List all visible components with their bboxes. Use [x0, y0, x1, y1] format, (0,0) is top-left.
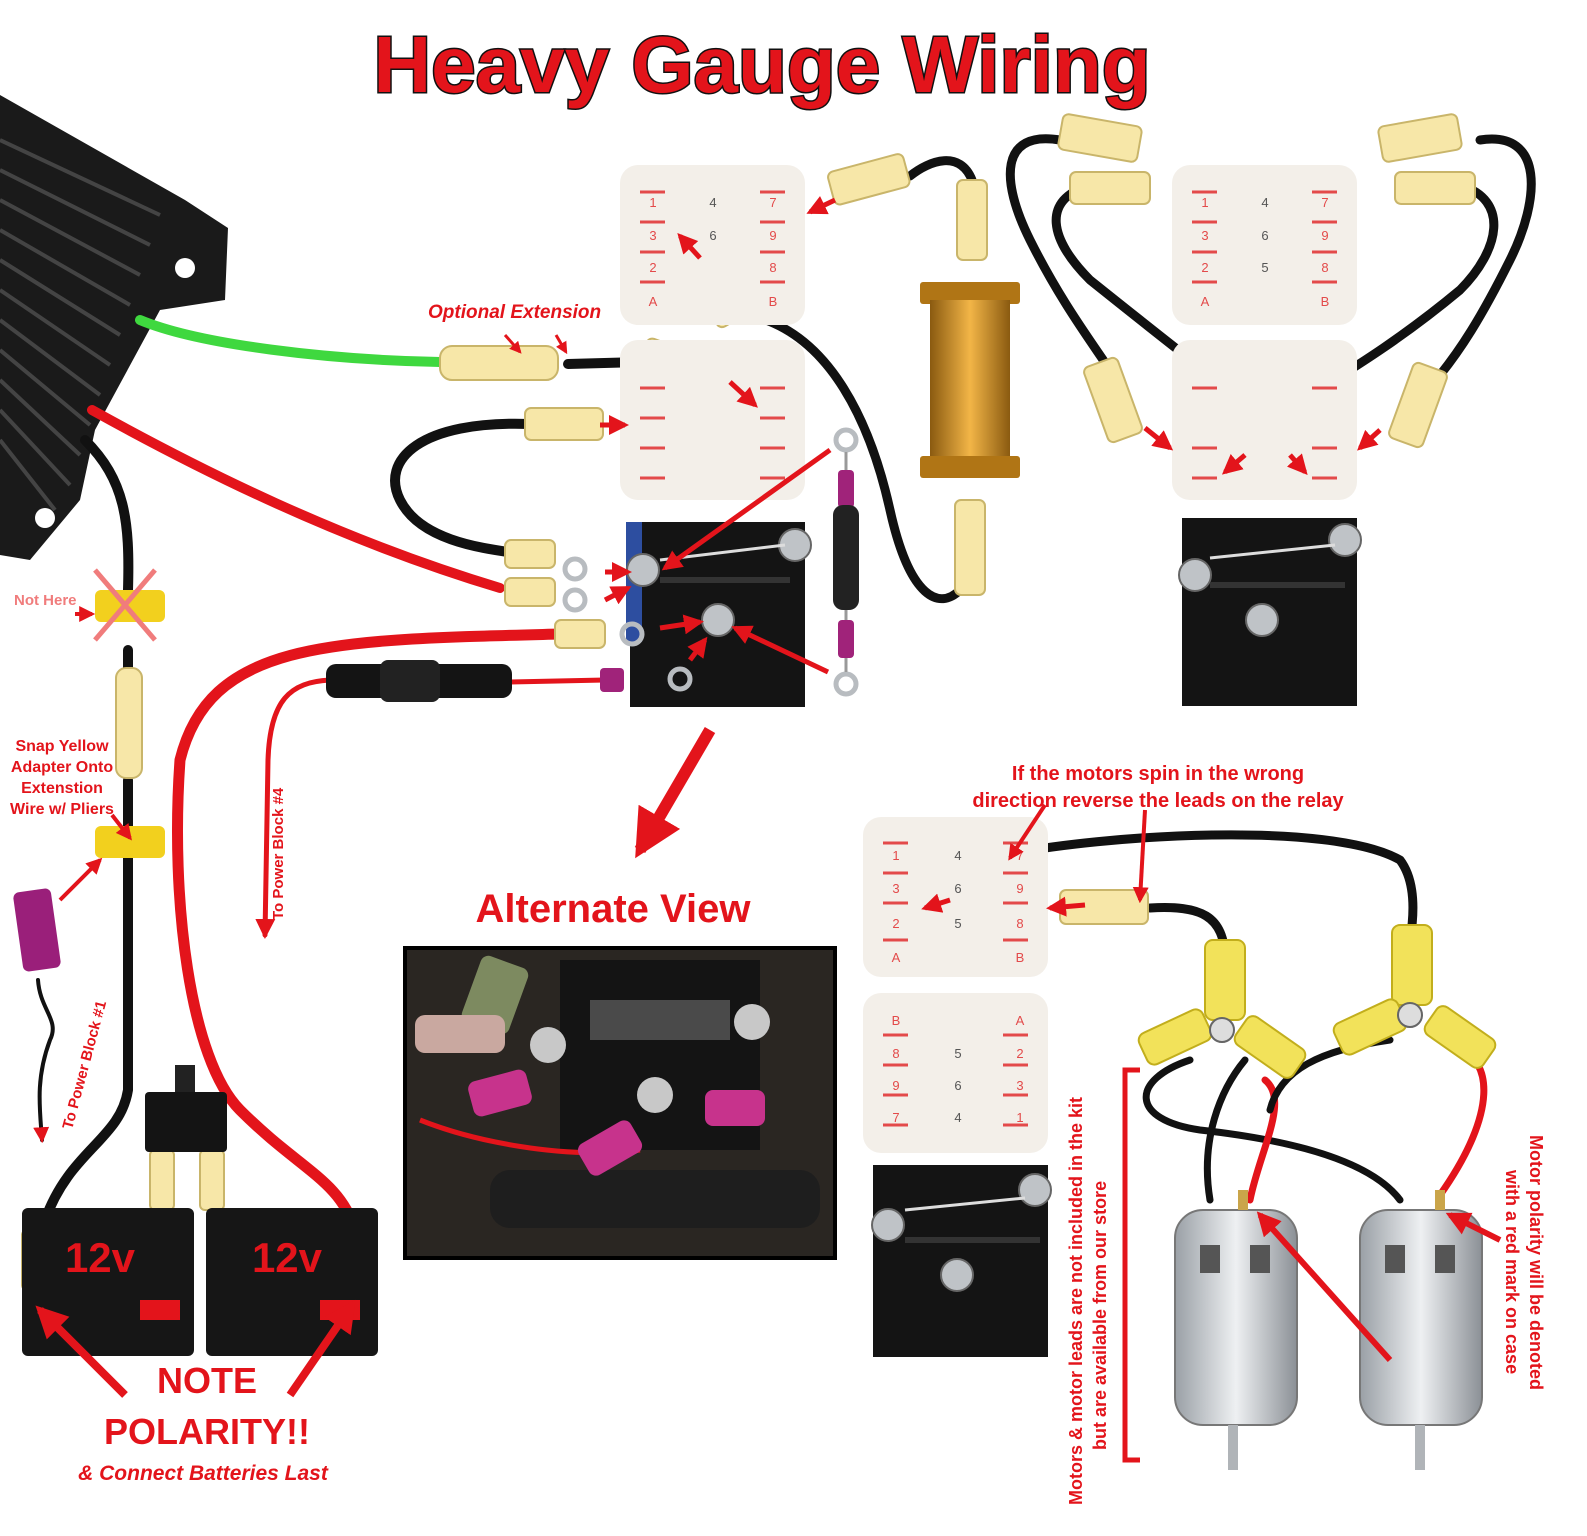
relay-2: 1 4 7 3 6 9 2 5 8 A B: [1172, 165, 1362, 706]
r3-pin-5: 5: [954, 916, 961, 931]
alternate-view-photo: [403, 946, 837, 1260]
red-wire-battery: [172, 628, 566, 1236]
note-label: NOTE: [157, 1360, 257, 1401]
black-wire-controller: [80, 435, 134, 595]
r3-pin-7-lower: 7: [892, 1110, 899, 1125]
power-resistor: [600, 452, 859, 692]
r3-pin-9: 9: [1016, 881, 1023, 896]
r2-pin-6: 6: [1261, 228, 1268, 243]
r3-pin-a-lower: A: [1016, 1013, 1025, 1028]
gold-resistor: [920, 282, 1020, 478]
r1-pin-6: 6: [709, 228, 716, 243]
r3-pin-8-lower: 8: [892, 1046, 899, 1061]
to-power-block-4-label: To Power Block #4: [270, 787, 287, 920]
r3-pin-6: 6: [954, 881, 961, 896]
not-here-label: Not Here: [14, 592, 77, 609]
r2-pin-8: 8: [1321, 260, 1328, 275]
r3-pin-1-lower: 1: [1016, 1110, 1023, 1125]
r3-pin-3: 3: [892, 881, 899, 896]
r3-pin-2: 2: [892, 916, 899, 931]
to-power-block-1-label: To Power Block #1: [59, 999, 110, 1131]
r3-pin-4: 4: [954, 848, 961, 863]
svg-text:Wire w/ Pliers: Wire w/ Pliers: [10, 801, 114, 818]
green-wire: [135, 315, 445, 367]
svg-text:Snap Yellow: Snap Yellow: [15, 738, 109, 755]
wrong-direction-line-1: If the motors spin in the wrong: [1012, 763, 1304, 785]
relay-1: 1 4 7 3 6 9 2 8 A B: [620, 165, 812, 707]
r3-pin-b-lower: B: [892, 1013, 901, 1028]
r2-pin-4: 4: [1261, 195, 1268, 210]
alternate-view-label: Alternate View: [476, 887, 752, 931]
motor-2: [1359, 1190, 1483, 1470]
relay-3: 1 4 7 3 6 9 2 5 8 A B B A 8 5 2 9 6 3 7 …: [863, 817, 1052, 1357]
r1-pin-3: 3: [649, 228, 656, 243]
r2-pin-5: 5: [1261, 260, 1268, 275]
r3-pin-8: 8: [1016, 916, 1023, 931]
polarity-label: POLARITY!!: [104, 1411, 310, 1452]
speed-controller: [0, 95, 228, 560]
r1-pin-a: A: [649, 294, 658, 309]
motor-polarity-note-line-1: Motor polarity will be denoted: [1526, 1135, 1546, 1390]
r3-pin-2-lower: 2: [1016, 1046, 1023, 1061]
red-wire-controller: [87, 405, 505, 593]
motor-polarity-note-line-2: with a red mark on case: [1502, 1169, 1522, 1374]
r1-pin-2: 2: [649, 260, 656, 275]
wrong-direction-line-2: direction reverse the leads on the relay: [972, 790, 1344, 812]
r3-pin-1: 1: [892, 848, 899, 863]
r3-pin-3-lower: 3: [1016, 1078, 1023, 1093]
ring-terminals: [562, 427, 859, 697]
r1-pin-b: B: [769, 294, 778, 309]
r1-pin-8: 8: [769, 260, 776, 275]
optional-extension-label: Optional Extension: [428, 302, 601, 323]
r2-pin-2: 2: [1201, 260, 1208, 275]
r3-pin-4-lower: 4: [954, 1110, 961, 1125]
r2-pin-9: 9: [1321, 228, 1328, 243]
motor-leads-note-line-1: Motors & motor leads are not included in…: [1066, 1097, 1086, 1505]
svg-text:Adapter Onto: Adapter Onto: [11, 759, 113, 776]
r1-pin-7: 7: [769, 195, 776, 210]
r3-pin-b: B: [1016, 950, 1025, 965]
r2-pin-a: A: [1201, 294, 1210, 309]
snap-yellow-note: Snap Yellow Adapter Onto Extenstion Wire…: [10, 738, 114, 818]
battery-2: [206, 1208, 378, 1356]
svg-text:Extenstion: Extenstion: [21, 780, 103, 797]
r2-pin-b: B: [1321, 294, 1330, 309]
r1-pin-4: 4: [709, 195, 716, 210]
tap-connectors: [13, 568, 165, 972]
r3-pin-9-lower: 9: [892, 1078, 899, 1093]
fuse-holder: [326, 660, 512, 702]
r3-pin-a: A: [892, 950, 901, 965]
r2-pin-7: 7: [1321, 195, 1328, 210]
connect-batteries-last-label: & Connect Batteries Last: [78, 1462, 329, 1485]
motor-leads-note-line-2: but are available from our store: [1090, 1181, 1110, 1450]
r2-pin-1: 1: [1201, 195, 1208, 210]
battery-2-voltage: 12v: [252, 1234, 323, 1281]
r3-pin-5-lower: 5: [954, 1046, 961, 1061]
r2-pin-3: 3: [1201, 228, 1208, 243]
y-splitters: [1137, 924, 1497, 1079]
motor-1: [1174, 1190, 1298, 1470]
r1-pin-9: 9: [769, 228, 776, 243]
circuit-breaker: [145, 1065, 227, 1152]
battery-1: [22, 1208, 194, 1356]
page-title: Heavy Gauge Wiring: [373, 20, 1150, 109]
r1-pin-1: 1: [649, 195, 656, 210]
battery-1-voltage: 12v: [65, 1234, 136, 1281]
r3-pin-6-lower: 6: [954, 1078, 961, 1093]
